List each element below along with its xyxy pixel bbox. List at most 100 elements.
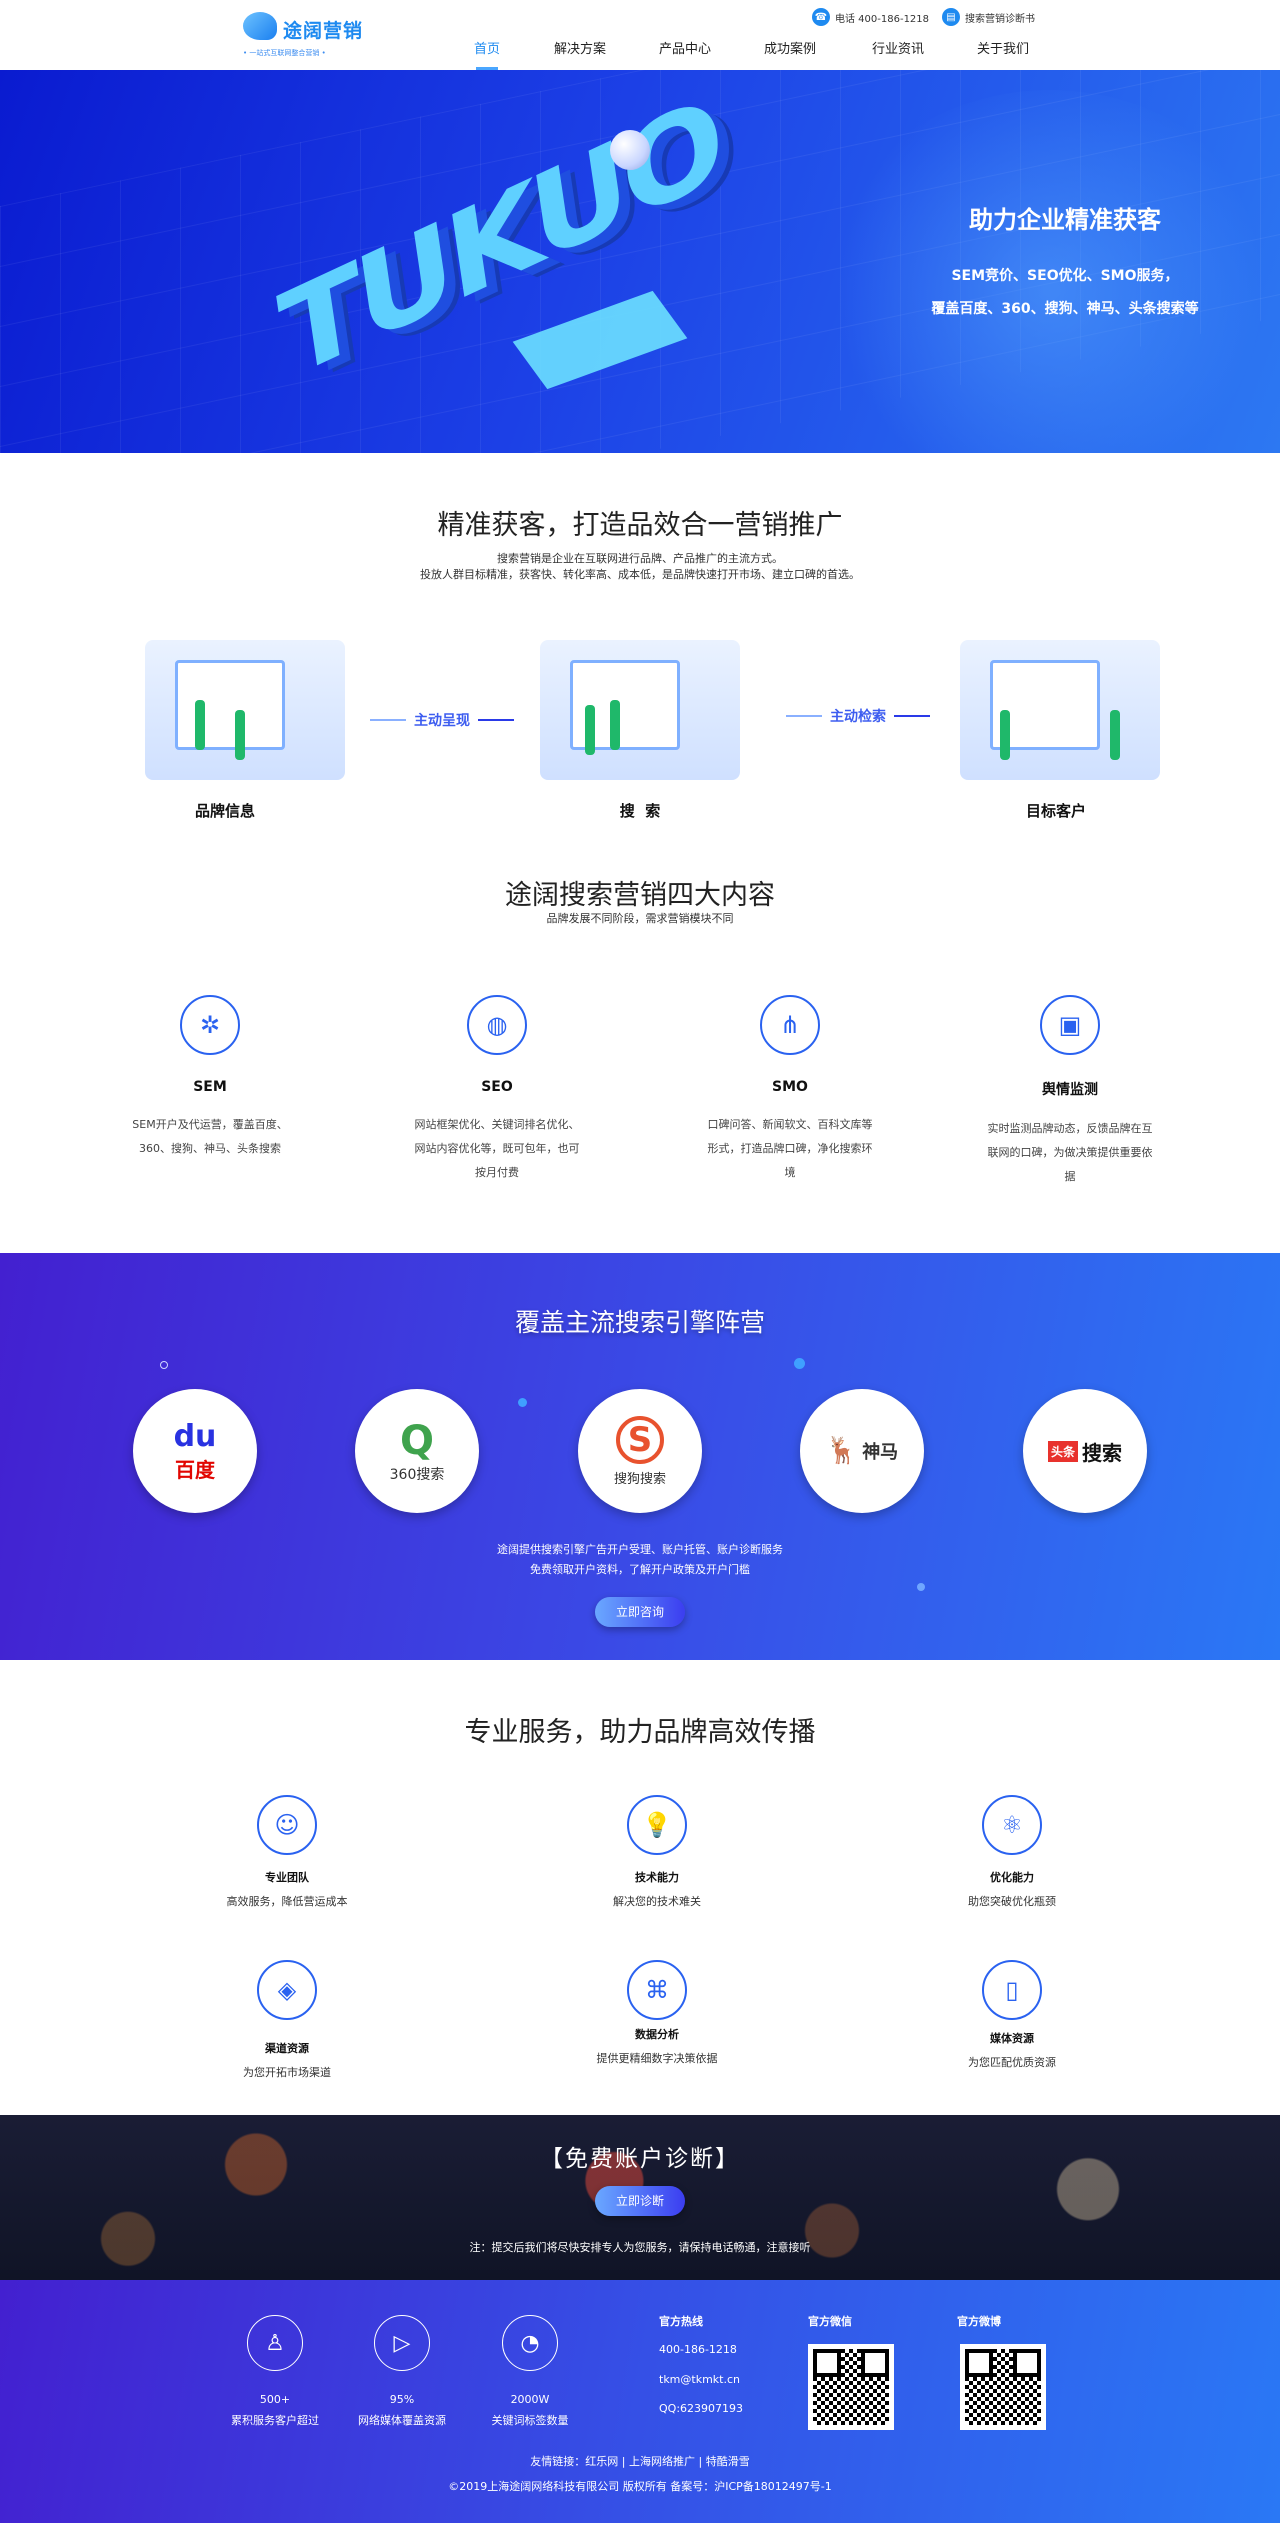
shenma-deer-icon: 🦌 bbox=[825, 1436, 859, 1466]
phone-icon: ☎ bbox=[812, 8, 830, 26]
engine-shenma[interactable]: 🦌 神马 bbox=[800, 1389, 924, 1513]
engine-toutiao[interactable]: 头条 搜索 bbox=[1023, 1389, 1147, 1513]
engine-name: 搜索 bbox=[1082, 1440, 1122, 1465]
stat-clients: ♙ 500+ 累积服务客户超过 bbox=[215, 2315, 335, 2428]
phone-contact[interactable]: ☎ 电话 400-186-1218 bbox=[812, 8, 929, 26]
engines-desc-2: 免费领取开户资料，了解开户政策及开户门槛 bbox=[530, 1563, 750, 1576]
content-card-monitoring[interactable]: ▣ 舆情监测 实时监测品牌动态，反馈品牌在互联网的口碑，为做决策提供重要依据 bbox=[970, 995, 1170, 1189]
hero-title: 助力企业精准获客 bbox=[969, 206, 1161, 234]
stat-label: 关键词标签数量 bbox=[491, 2414, 569, 2427]
baidu-paw-icon: du bbox=[173, 1419, 217, 1454]
data-chart-icon: ⌘ bbox=[627, 1960, 687, 2020]
card-desc: 口碑问答、新闻软文、百科文库等形式，打造品牌口碑，净化搜索环境 bbox=[707, 1118, 873, 1179]
service-desc: 解决您的技术难关 bbox=[613, 1895, 701, 1908]
card-title: SMO bbox=[772, 1079, 808, 1095]
service-desc: 助您突破优化瓶颈 bbox=[968, 1895, 1056, 1908]
stat-media: ▷ 95% 网络媒体覆盖资源 bbox=[342, 2315, 462, 2428]
logo-slogan: • 一站式互联网整合营销 • bbox=[243, 49, 326, 57]
card-desc: 实时监测品牌动态，反馈品牌在互联网的口碑，为做决策提供重要依据 bbox=[987, 1122, 1153, 1183]
arrow-line bbox=[786, 715, 822, 717]
connector-present: 主动呈现 bbox=[370, 710, 514, 730]
logo[interactable]: 途阔营销 • 一站式互联网整合营销 • bbox=[243, 10, 363, 62]
links-label: 友情链接： bbox=[530, 2455, 586, 2468]
decor-dot bbox=[917, 1583, 925, 1591]
nav-about[interactable]: 关于我们 bbox=[976, 42, 1029, 57]
nav-home[interactable]: 首页 bbox=[442, 38, 532, 70]
service-optimization: ⚛ 优化能力 助您突破优化瓶颈 bbox=[892, 1795, 1132, 1909]
decor-dot bbox=[518, 1398, 527, 1407]
content-card-smo[interactable]: ⋔ SMO 口碑问答、新闻软文、百科文库等形式，打造品牌口碑，净化搜索环境 bbox=[690, 995, 890, 1185]
diagnosis-book-link[interactable]: ▤ 搜索营销诊断书 bbox=[942, 8, 1035, 26]
service-tech: 💡 技术能力 解决您的技术难关 bbox=[537, 1795, 777, 1909]
cta-title: 【免费账户诊断】 bbox=[540, 2146, 740, 2172]
toutiao-logo-icon: 头条 bbox=[1047, 1440, 1078, 1462]
service-desc: 高效服务，降低营运成本 bbox=[226, 1895, 348, 1908]
footer-qq[interactable]: QQ:623907193 bbox=[659, 2402, 744, 2415]
intro-desc-2: 投放人群目标精准，获客快、转化率高、成本低，是品牌快速打开市场、建立口碑的首选。 bbox=[420, 568, 860, 581]
hero-banner[interactable]: TUKUO 助力企业精准获客 SEM竞价、SEO优化、SMO服务， 覆盖百度、3… bbox=[0, 70, 1280, 453]
four-subtitle: 品牌发展不同阶段，需求营销模块不同 bbox=[546, 912, 734, 925]
lightbulb-icon: 💡 bbox=[627, 1795, 687, 1855]
service-desc: 为您匹配优质资源 bbox=[968, 2056, 1056, 2069]
four-title: 途阔搜索营销四大内容 bbox=[505, 880, 775, 911]
diagnosis-book-text: 搜索营销诊断书 bbox=[965, 13, 1035, 25]
network-icon: ✲ bbox=[180, 995, 240, 1055]
handshake-icon: ◈ bbox=[257, 1960, 317, 2020]
content-card-sem[interactable]: ✲ SEM SEM开户及代运营，覆盖百度、360、搜狗、神马、头条搜索 bbox=[110, 995, 310, 1161]
intro-title: 精准获客，打造品效合一营销推广 bbox=[437, 510, 843, 541]
arrow-line bbox=[370, 719, 406, 721]
cta-note: 注：提交后我们将尽快安排专人为您服务，请保持电话畅通，注意接听 bbox=[469, 2241, 811, 2254]
logo-text: 途阔营销 bbox=[283, 20, 364, 42]
link-hongle[interactable]: 红乐网 bbox=[585, 2455, 619, 2468]
nav-products[interactable]: 产品中心 bbox=[658, 42, 711, 57]
nav-cases[interactable]: 成功案例 bbox=[763, 42, 816, 57]
stat-value: 500+ bbox=[259, 2393, 291, 2406]
card-title: SEM bbox=[193, 1079, 227, 1095]
nav-news[interactable]: 行业资讯 bbox=[871, 42, 924, 57]
link-shanghai-promotion[interactable]: 上海网络推广 bbox=[629, 2455, 695, 2468]
monitor-icon: ▣ bbox=[1040, 995, 1100, 1055]
diagnose-now-button[interactable]: 立即诊断 bbox=[595, 2186, 685, 2216]
footer-phone[interactable]: 400-186-1218 bbox=[659, 2343, 737, 2356]
engines-title: 覆盖主流搜索引擎阵营 bbox=[514, 1308, 765, 1337]
hero-subtitle-1: SEM竞价、SEO优化、SMO服务， bbox=[951, 268, 1179, 284]
content-card-seo[interactable]: ◍ SEO 网站框架优化、关键词排名优化、网站内容优化等，既可包年，也可按月付费 bbox=[397, 995, 597, 1185]
weibo-title: 官方微博 bbox=[957, 2315, 1001, 2328]
consult-now-button[interactable]: 立即咨询 bbox=[595, 1597, 685, 1627]
card-title: 舆情监测 bbox=[1042, 1082, 1098, 1098]
stat-label: 网络媒体覆盖资源 bbox=[358, 2414, 446, 2427]
service-title: 技术能力 bbox=[635, 1871, 679, 1884]
share-icon: ⋔ bbox=[760, 995, 820, 1055]
link-teku-ski[interactable]: 特酷滑雪 bbox=[705, 2455, 750, 2468]
friend-links: 友情链接：红乐网 | 上海网络推广 | 特酷滑雪 bbox=[530, 2455, 750, 2468]
decor-dot bbox=[160, 1361, 168, 1369]
team-icon: ☺ bbox=[257, 1795, 317, 1855]
logo-sail-icon bbox=[243, 12, 277, 40]
site-footer: ♙ 500+ 累积服务客户超过 ▷ 95% 网络媒体覆盖资源 ◔ 2000W 关… bbox=[0, 2280, 1280, 2523]
copyright: ©2019上海途阔网络科技有限公司 版权所有 备案号：沪ICP备18012497… bbox=[448, 2480, 832, 2493]
nav-solutions[interactable]: 解决方案 bbox=[553, 42, 606, 57]
engine-name: 百度 bbox=[175, 1458, 215, 1482]
connector-label: 主动呈现 bbox=[414, 713, 470, 729]
service-channels: ◈ 渠道资源 为您开拓市场渠道 bbox=[167, 1960, 407, 2080]
intro-desc-1: 搜索营销是企业在互联网进行品牌、产品推广的主流方式。 bbox=[497, 552, 783, 565]
weibo-qr-code bbox=[960, 2344, 1046, 2430]
service-title: 数据分析 bbox=[635, 2028, 679, 2041]
engines-desc-1: 途阔提供搜索引擎广告开户受理、账户托管、账户诊断服务 bbox=[497, 1543, 783, 1556]
footer-email[interactable]: tkm@tkmkt.cn bbox=[659, 2373, 740, 2386]
card-desc: 网站框架优化、关键词排名优化、网站内容优化等，既可包年，也可按月付费 bbox=[414, 1118, 580, 1179]
engine-360[interactable]: Q 360搜索 bbox=[355, 1389, 479, 1513]
stat-label: 累积服务客户超过 bbox=[231, 2414, 319, 2427]
document-icon: ▤ bbox=[942, 8, 960, 26]
free-diagnosis-banner: 【免费账户诊断】 立即诊断 注：提交后我们将尽快安排专人为您服务，请保持电话畅通… bbox=[0, 2115, 1280, 2280]
360-ring-icon: Q bbox=[399, 1418, 434, 1464]
media-folder-icon: ▯ bbox=[982, 1960, 1042, 2020]
service-team: ☺ 专业团队 高效服务，降低营运成本 bbox=[167, 1795, 407, 1909]
card-title: SEO bbox=[481, 1079, 513, 1095]
engine-sogou[interactable]: S 搜狗搜索 bbox=[578, 1389, 702, 1513]
card-desc: SEM开户及代运营，覆盖百度、360、搜狗、神马、头条搜索 bbox=[132, 1118, 288, 1155]
target-customer-illustration bbox=[960, 640, 1160, 780]
brand-info-illustration bbox=[145, 640, 345, 780]
engine-baidu[interactable]: du 百度 bbox=[133, 1389, 257, 1513]
stat-value: 95% bbox=[389, 2393, 415, 2406]
